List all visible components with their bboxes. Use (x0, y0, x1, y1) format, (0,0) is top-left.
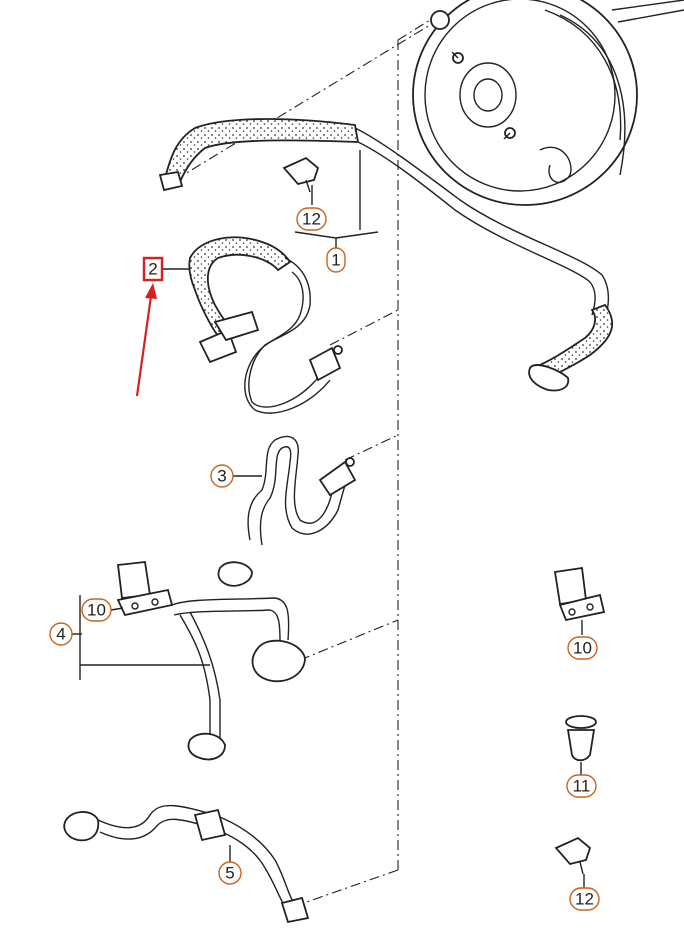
svg-text:1: 1 (331, 251, 340, 270)
svg-text:4: 4 (56, 625, 65, 644)
brake-booster (412, 0, 684, 206)
hose-assembly-1[interactable] (158, 118, 614, 392)
callout-11[interactable]: 11 (566, 774, 597, 798)
hose-assembly-2[interactable] (188, 236, 343, 414)
callout-12-upper[interactable]: 12 (296, 207, 327, 231)
hose-assembly-3[interactable] (217, 435, 357, 587)
callout-1[interactable]: 1 (326, 247, 346, 273)
reference-lines (174, 19, 431, 906)
callout-10-right[interactable]: 10 (567, 636, 598, 660)
svg-text:10: 10 (573, 639, 592, 658)
svg-text:11: 11 (573, 777, 591, 796)
highlight-arrow (135, 283, 157, 397)
callout-12-lower[interactable]: 12 (569, 887, 600, 911)
svg-text:5: 5 (225, 864, 234, 883)
svg-text:10: 10 (87, 601, 106, 620)
svg-text:2: 2 (148, 260, 157, 279)
clip-12-upper[interactable] (282, 156, 320, 193)
clip-12-lower[interactable] (554, 836, 592, 875)
grommet-11[interactable] (565, 715, 597, 762)
callout-3[interactable]: 3 (210, 464, 234, 488)
leader-lines (72, 150, 585, 888)
svg-text:12: 12 (575, 890, 594, 909)
svg-text:12: 12 (302, 210, 321, 229)
callout-5[interactable]: 5 (218, 861, 242, 885)
pipe-assembly-4[interactable] (79, 561, 306, 761)
callout-10-left[interactable]: 10 (81, 598, 112, 622)
connector-bracket-10[interactable] (553, 566, 606, 622)
svg-text:3: 3 (217, 467, 226, 486)
pipe-assembly-5[interactable] (63, 804, 310, 924)
callout-2[interactable]: 2 (142, 256, 164, 282)
callout-4[interactable]: 4 (49, 622, 73, 646)
